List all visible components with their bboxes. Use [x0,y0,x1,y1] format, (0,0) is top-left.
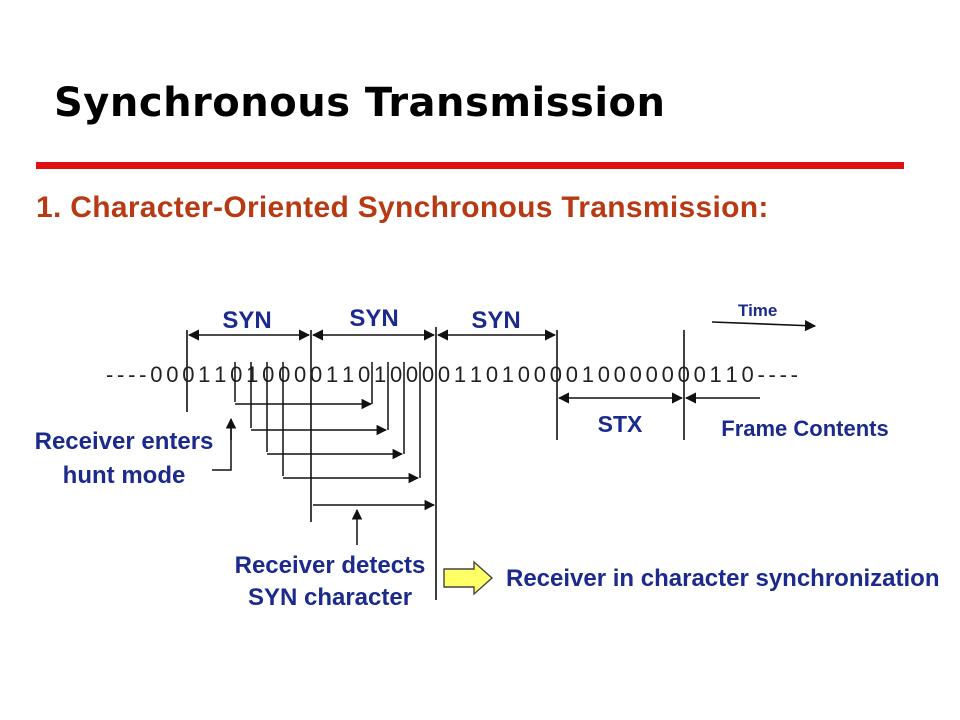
stx-label: STX [598,411,643,437]
hunt-mode-pointer [212,417,237,471]
hunt-scan-arrows [234,362,436,511]
title-underline [36,162,904,169]
sync-label: Receiver in character synchronization [506,565,940,592]
time-arrow [711,320,817,332]
detect-label-line1: Receiver detects [235,552,426,579]
slide-title: Synchronous Transmission [54,80,666,126]
frame-contents-label: Frame Contents [721,416,888,441]
syn-label-2: SYN [349,305,398,332]
sync-arrow-icon [443,560,494,596]
syn-label-1: SYN [222,307,271,334]
hunt-mode-label-line1: Receiver enters [35,428,214,455]
bitstream-text: - - - - 0 0 0 1 1 0 1 0 0 0 0 1 1 0 1 0 … [106,362,798,387]
detect-label-line2: SYN character [248,584,412,611]
time-label: Time [738,301,777,320]
hunt-mode-label-line2: hunt mode [63,462,186,489]
slide-subtitle: 1. Character-Oriented Synchronous Transm… [36,191,769,224]
boundary-lines [186,327,685,600]
syn-label-3: SYN [471,307,520,334]
